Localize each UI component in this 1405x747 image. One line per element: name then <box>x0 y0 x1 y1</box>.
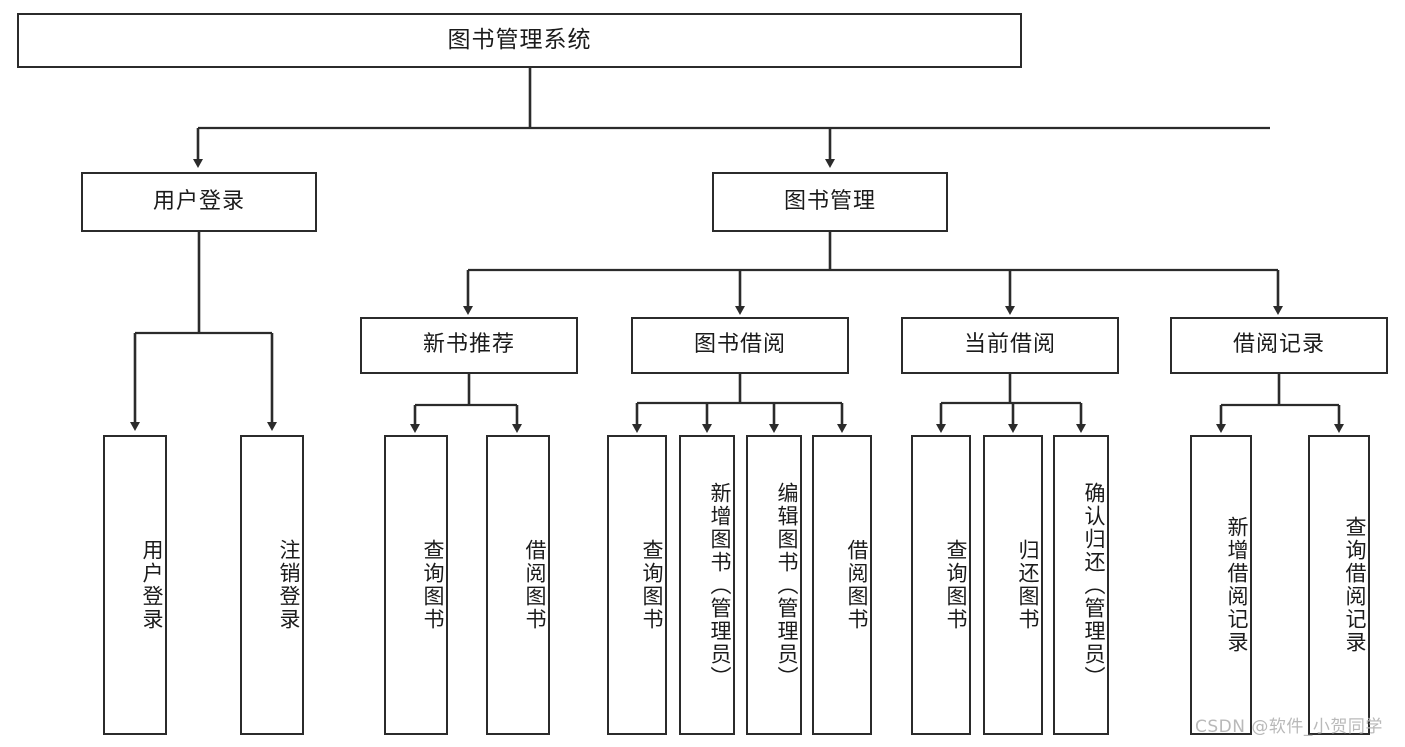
node-leaf-add-book[interactable]: 新增图书（管理员） <box>679 435 735 735</box>
node-label: 借阅记录 <box>1232 332 1325 358</box>
node-label: 借阅图书 <box>523 539 547 631</box>
node-book-manage[interactable]: 图书管理 <box>712 172 948 232</box>
node-leaf-return-book[interactable]: 归还图书 <box>983 435 1043 735</box>
node-user-login[interactable]: 用户登录 <box>81 172 317 232</box>
node-label: 借阅图书 <box>845 539 869 631</box>
node-label: 用户登录 <box>152 188 245 214</box>
node-leaf-query-book-nb[interactable]: 查询图书 <box>384 435 448 735</box>
node-leaf-confirm-return[interactable]: 确认归还（管理员） <box>1053 435 1109 735</box>
node-label: 查询图书 <box>421 539 445 631</box>
node-label: 确认归还（管理员） <box>1082 481 1106 689</box>
node-label: 注销登录 <box>277 539 301 631</box>
node-label: 当前借阅 <box>963 332 1056 358</box>
node-label: 编辑图书（管理员） <box>775 481 799 689</box>
node-leaf-logout[interactable]: 注销登录 <box>240 435 304 735</box>
node-label: 查询借阅记录 <box>1343 516 1367 654</box>
node-label: 用户登录 <box>140 539 164 631</box>
node-label: 图书管理系统 <box>447 26 592 53</box>
node-borrow-record[interactable]: 借阅记录 <box>1170 317 1388 374</box>
node-leaf-borrow-book-nb[interactable]: 借阅图书 <box>486 435 550 735</box>
node-label: 新增图书（管理员） <box>708 481 732 689</box>
node-leaf-add-record[interactable]: 新增借阅记录 <box>1190 435 1252 735</box>
node-label: 归还图书 <box>1016 539 1040 631</box>
node-root-system[interactable]: 图书管理系统 <box>17 13 1022 68</box>
node-leaf-edit-book[interactable]: 编辑图书（管理员） <box>746 435 802 735</box>
node-leaf-query-book-cb[interactable]: 查询图书 <box>911 435 971 735</box>
node-label: 查询图书 <box>640 539 664 631</box>
node-new-book-recommend[interactable]: 新书推荐 <box>360 317 578 374</box>
node-leaf-query-book-bb[interactable]: 查询图书 <box>607 435 667 735</box>
node-label: 新书推荐 <box>422 332 515 358</box>
node-book-borrow[interactable]: 图书借阅 <box>631 317 849 374</box>
csdn-watermark: CSDN @软件_小贺同学 <box>1195 717 1383 737</box>
node-leaf-query-record[interactable]: 查询借阅记录 <box>1308 435 1370 735</box>
node-label: 图书管理 <box>783 188 876 214</box>
node-label: 新增借阅记录 <box>1225 516 1249 654</box>
node-leaf-user-login[interactable]: 用户登录 <box>103 435 167 735</box>
node-leaf-borrow-book-bb[interactable]: 借阅图书 <box>812 435 872 735</box>
node-label: 查询图书 <box>944 539 968 631</box>
node-current-borrow[interactable]: 当前借阅 <box>901 317 1119 374</box>
node-label: 图书借阅 <box>693 332 786 358</box>
